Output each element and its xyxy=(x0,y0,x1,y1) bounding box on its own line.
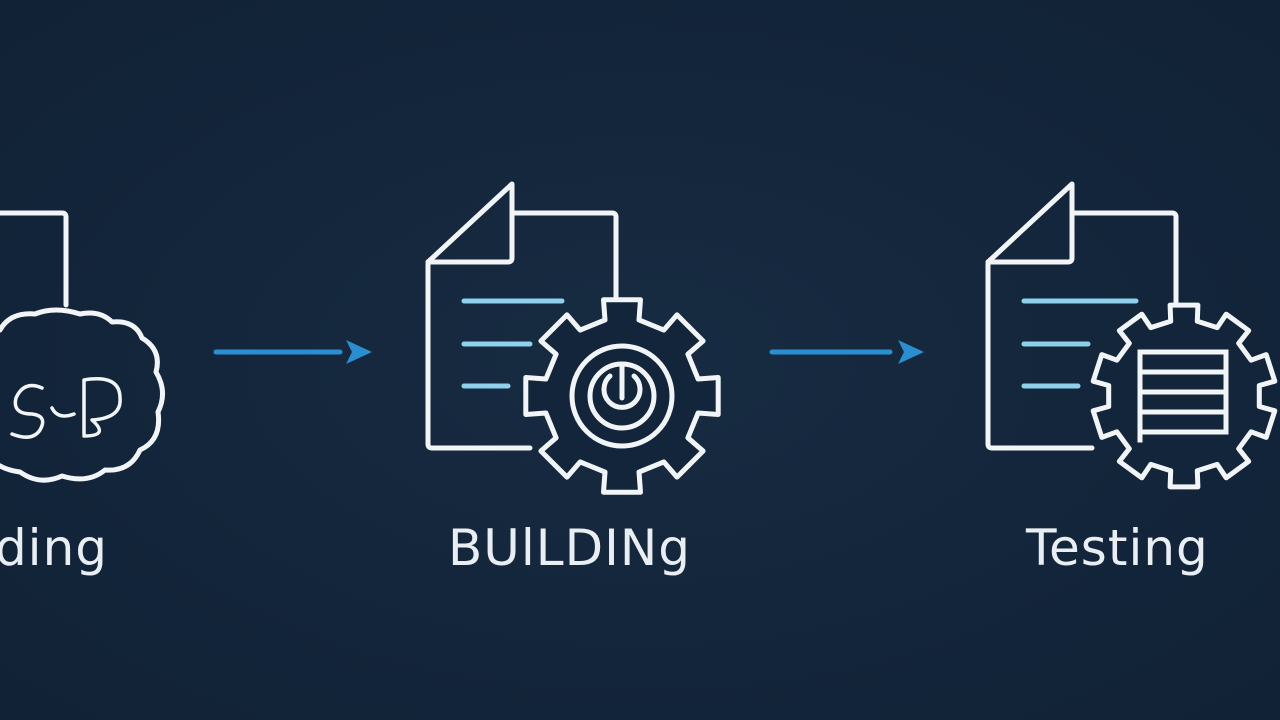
document-outline xyxy=(425,181,619,451)
document-with-gear-icon xyxy=(425,181,721,495)
stage-label: Testing xyxy=(1026,519,1209,577)
document-with-cloud-code-icon xyxy=(0,210,165,483)
stage-label: ding xyxy=(0,519,108,577)
checklist-icon xyxy=(1137,349,1229,443)
stage-label: BUlLDINg xyxy=(448,519,692,577)
folded-corner xyxy=(985,210,1075,265)
document-outline xyxy=(0,210,69,308)
document-with-checklist-gear-icon xyxy=(985,181,1278,490)
gear-icon xyxy=(1090,302,1278,490)
document-outline xyxy=(985,181,1179,451)
power-symbol-icon xyxy=(569,343,675,449)
cloud-outline xyxy=(0,307,165,483)
folded-corner xyxy=(425,210,515,265)
arrow-right-icon xyxy=(213,340,372,364)
code-symbol xyxy=(10,377,122,439)
arrow-right-icon xyxy=(769,340,924,364)
